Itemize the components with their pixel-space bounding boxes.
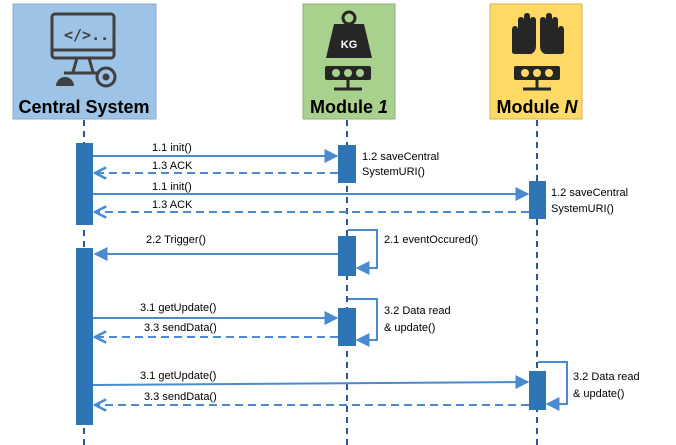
self-call-eventoccured [348,229,378,275]
kg-weight-icon: KG [326,10,372,58]
message-arrow-getupdate-moduleN [92,375,530,390]
note-line: 3.2 Data read [573,371,640,383]
participant-central-system: </>... Central System [12,3,157,120]
activation-moduleN-2 [529,371,546,410]
computer-code-icon: </>... [50,12,118,88]
note-save-central-module1: 1.2 saveCentral SystemURI() [362,151,442,178]
activation-moduleN-1 [529,181,546,219]
self-call-data-read-moduleN [538,361,568,411]
message-label: 1.3 ACK [152,199,193,211]
note-data-read-module1: 3.2 Data read & update() [384,305,454,334]
note-save-central-moduleN: 1.2 saveCentral SystemURI() [551,187,631,215]
message-label: 3.1 getUpdate() [140,370,216,382]
note-line: & update() [384,322,435,334]
activation-module1-2 [338,236,356,276]
activation-module1-1 [338,145,356,183]
message-label: 3.3 sendData() [144,391,217,403]
device-icon [514,66,560,91]
participant-title: Module 1 [310,97,388,117]
activation-module1-3 [338,308,356,346]
participant-module-1: KG Module 1 [302,3,396,120]
message-label: 1.1 init() [152,181,192,193]
message-label: 1.3 ACK [152,160,193,172]
note-line: & update() [573,388,624,400]
participant-title: Module N [497,97,579,117]
self-call-data-read-module1 [348,298,378,347]
note-line: SystemURI() [551,203,614,215]
message-label: 1.1 init() [152,142,192,154]
device-icon [325,66,371,91]
note-line: SystemURI() [362,166,425,178]
message-label: 3.3 sendData() [144,322,217,334]
activation-central-2 [76,248,93,425]
code-glyph: </>... [64,26,118,44]
note-line: 3.2 Data read [384,305,451,317]
participant-module-n: Module N [489,3,583,120]
activation-central-1 [76,143,93,225]
note-data-read-moduleN: 3.2 Data read & update() [573,371,643,400]
hands-icon [512,13,564,54]
message-label: 2.2 Trigger() [146,234,206,246]
message-label: 3.1 getUpdate() [140,302,216,314]
note-line: 1.2 saveCentral [551,187,628,199]
note-line: 2.1 eventOccured() [384,234,478,246]
kg-label: KG [341,39,358,51]
note-line: 1.2 saveCentral [362,151,439,163]
note-event-occured: 2.1 eventOccured() [384,234,478,246]
participant-title: Central System [18,97,149,117]
